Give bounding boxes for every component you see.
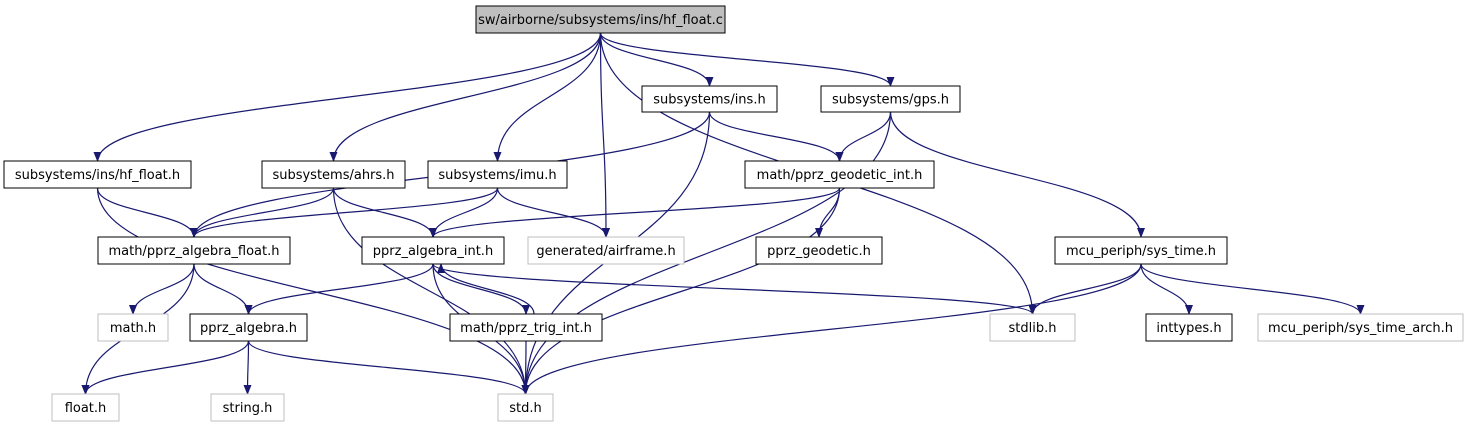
edge-root-to-airframe-h [599, 32, 610, 238]
node-geodetic-h[interactable]: pprz_geodetic.h [755, 236, 883, 265]
node-algebra-float-h[interactable]: math/pprz_algebra_float.h [97, 236, 291, 265]
edge-algebra-float-h-to-algebra-h [193, 263, 253, 315]
node-label: stdlib.h [1009, 321, 1057, 336]
node-box[interactable] [449, 313, 603, 342]
node-label: math/pprz_algebra_float.h [109, 244, 280, 259]
edge-algebra-float-h-to-math-h [129, 263, 195, 315]
node-label: math/pprz_geodetic_int.h [757, 168, 923, 183]
node-math-h: math.h [97, 313, 169, 342]
edge-ahrs-h-to-std-h [332, 187, 530, 395]
node-box [527, 236, 685, 265]
edge-hf-float-h-to-std-h [96, 187, 530, 395]
node-box [1257, 313, 1464, 342]
edge-root-to-ahrs-h [329, 32, 602, 162]
node-trig-int-h[interactable]: math/pprz_trig_int.h [449, 313, 603, 342]
edge-algebra-int-h-to-stdlib-h [432, 263, 1037, 315]
node-box[interactable] [97, 236, 291, 265]
edge-sys-time-h-to-inttypes-h [1140, 263, 1193, 315]
node-gps-h[interactable]: subsystems/gps.h [820, 85, 961, 113]
node-label: subsystems/imu.h [438, 168, 556, 183]
node-label: generated/airframe.h [536, 244, 675, 259]
node-box[interactable] [189, 313, 308, 342]
edge-geodetic-int-h-to-std-h [521, 187, 841, 395]
edge-root-to-ins-h [599, 32, 714, 87]
node-label: float.h [65, 401, 107, 416]
edge-root-to-gps-h [599, 32, 895, 87]
edge-hf-float-h-to-algebra-float-h [96, 187, 198, 238]
node-stdlib-h: stdlib.h [989, 313, 1076, 342]
node-root[interactable]: sw/airborne/subsystems/ins/hf_float.c [475, 5, 726, 34]
node-label: pprz_algebra_int.h [373, 244, 493, 259]
node-label: math.h [110, 321, 156, 336]
node-algebra-int-h[interactable]: pprz_algebra_int.h [361, 236, 505, 265]
node-box[interactable] [261, 160, 406, 189]
node-box [51, 393, 120, 422]
edge-imu-h-to-algebra-float-h [190, 187, 499, 238]
node-label: subsystems/ins/hf_float.h [15, 168, 180, 183]
node-label: pprz_algebra.h [200, 321, 297, 336]
node-string-h: string.h [210, 393, 285, 422]
node-box[interactable] [1054, 236, 1228, 265]
edge-ahrs-h-to-algebra-float-h [190, 187, 335, 238]
node-label: std.h [509, 401, 542, 416]
node-label: subsystems/ins.h [653, 93, 765, 108]
node-box[interactable] [475, 5, 726, 34]
edge-trig-int-h-to-std-h [521, 340, 530, 395]
node-box[interactable] [1145, 313, 1233, 342]
edge-algebra-h-to-string-h [243, 340, 252, 395]
node-box[interactable] [744, 160, 935, 189]
edge-algebra-int-h-to-algebra-h [244, 263, 434, 315]
node-inttypes-h[interactable]: inttypes.h [1145, 313, 1233, 342]
node-label: pprz_geodetic.h [767, 244, 871, 259]
node-box [989, 313, 1076, 342]
edge-sys-time-h-to-stdlib-h [1028, 263, 1142, 315]
node-box [497, 393, 554, 422]
edge-sys-time-h-to-sys-time-arch-h [1140, 263, 1365, 315]
node-std-h: std.h [497, 393, 554, 422]
node-label: inttypes.h [1156, 321, 1221, 336]
edge-geodetic-int-h-to-geodetic-h [815, 187, 841, 238]
node-ahrs-h[interactable]: subsystems/ahrs.h [261, 160, 406, 189]
edge-gps-h-to-geodetic-int-h [835, 111, 892, 162]
node-geodetic-int-h[interactable]: math/pprz_geodetic_int.h [744, 160, 935, 189]
edge-ins-h-to-geodetic-int-h [708, 111, 844, 162]
node-algebra-h[interactable]: pprz_algebra.h [189, 313, 308, 342]
node-imu-h[interactable]: subsystems/imu.h [427, 160, 568, 189]
node-sys-time-arch-h: mcu_periph/sys_time_arch.h [1257, 313, 1464, 342]
edge-root-to-imu-h [493, 32, 602, 162]
node-label: mcu_periph/sys_time.h [1066, 244, 1216, 259]
edge-root-to-hf-float-h [93, 32, 602, 162]
node-airframe-h: generated/airframe.h [527, 236, 685, 265]
node-box [210, 393, 285, 422]
node-box[interactable] [427, 160, 568, 189]
edge-algebra-h-to-float-h [81, 340, 250, 395]
edge-gps-h-to-sys-time-h [889, 111, 1145, 238]
node-label: sw/airborne/subsystems/ins/hf_float.c [478, 13, 723, 28]
node-box[interactable] [361, 236, 505, 265]
node-label: subsystems/ahrs.h [272, 168, 394, 183]
edge-algebra-h-to-std-h [247, 340, 530, 395]
nodes-layer: sw/airborne/subsystems/ins/hf_float.csub… [3, 5, 1464, 422]
node-box[interactable] [755, 236, 883, 265]
edge-algebra-int-h-to-trig-int-h [432, 263, 530, 315]
edge-sys-time-h-to-std-h [521, 263, 1142, 395]
edge-imu-h-to-airframe-h [496, 187, 610, 238]
node-label: subsystems/gps.h [832, 93, 949, 108]
node-float-h: float.h [51, 393, 120, 422]
node-box[interactable] [641, 85, 778, 113]
node-hf-float-h[interactable]: subsystems/ins/hf_float.h [3, 160, 192, 189]
edge-ahrs-h-to-algebra-int-h [332, 187, 437, 238]
node-label: math/pprz_trig_int.h [460, 321, 592, 336]
node-box[interactable] [3, 160, 192, 189]
node-ins-h[interactable]: subsystems/ins.h [641, 85, 778, 113]
node-label: string.h [223, 401, 273, 416]
node-box[interactable] [820, 85, 961, 113]
node-sys-time-h[interactable]: mcu_periph/sys_time.h [1054, 236, 1228, 265]
edge-geodetic-int-h-to-algebra-int-h [429, 187, 841, 238]
node-box [97, 313, 169, 342]
node-label: mcu_periph/sys_time_arch.h [1268, 321, 1453, 336]
edge-trig-int-h-to-algebra-int-h [437, 263, 535, 315]
